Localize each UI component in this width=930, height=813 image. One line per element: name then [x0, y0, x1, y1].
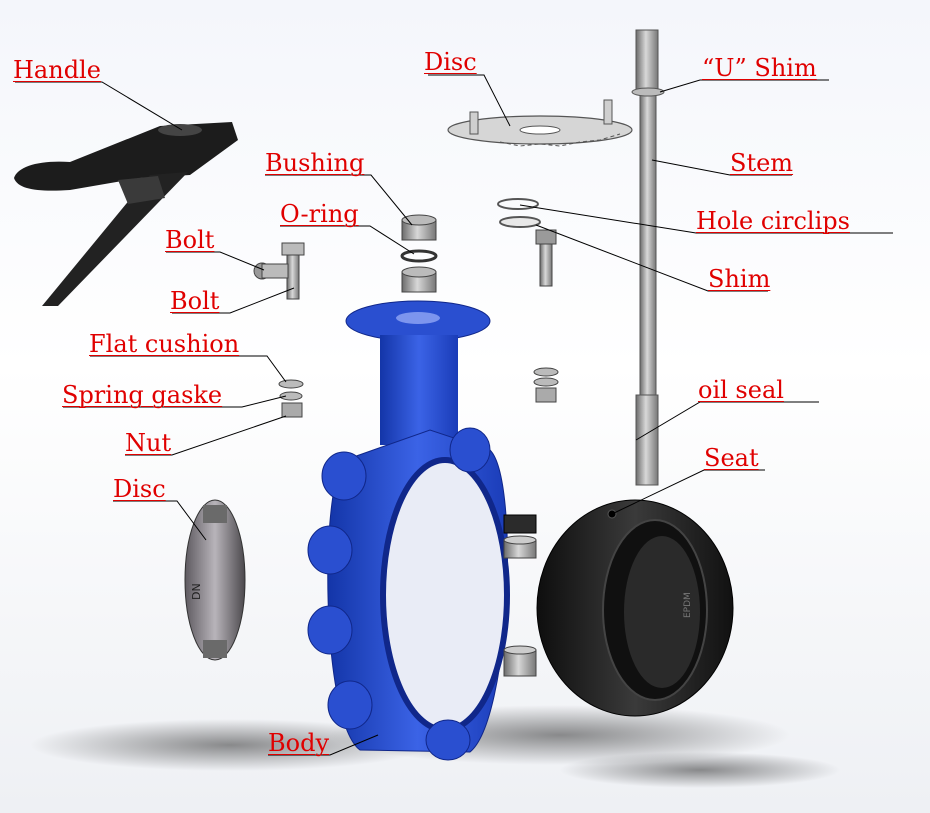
label-hole-circlips: Hole circlips — [696, 207, 850, 235]
label-u-shim: “U” Shim — [702, 54, 817, 82]
label-oil-seal: oil seal — [698, 376, 784, 404]
right-bolt-part — [535, 229, 557, 287]
seat-part — [536, 499, 734, 717]
label-bushing: Bushing — [265, 149, 365, 177]
label-spring-gasket: Spring gaske — [62, 381, 223, 409]
label-bolt-2: Bolt — [170, 287, 220, 315]
label-body: Body — [268, 729, 330, 757]
label-disc-left: Disc — [113, 475, 166, 503]
svg-text:DN: DN — [190, 583, 203, 600]
label-shim: Shim — [708, 265, 771, 293]
disc-part: DN — [184, 499, 246, 661]
seat-material-marking: EPDM — [683, 592, 693, 618]
label-nut: Nut — [125, 429, 172, 457]
disc-plate-part — [447, 99, 633, 147]
right-nut-stack — [533, 367, 559, 403]
label-stem: Stem — [730, 149, 794, 177]
left-nut-stack — [278, 379, 304, 418]
oil-seal-part — [503, 514, 537, 677]
label-handle: Handle — [13, 56, 101, 84]
label-bolt-1: Bolt — [165, 226, 215, 254]
circlips-and-shim — [497, 198, 541, 228]
handle-part — [14, 122, 238, 306]
left-bolt-part — [253, 242, 305, 300]
label-seat: Seat — [704, 444, 759, 472]
leader-lines — [15, 74, 893, 756]
label-disc-top: Disc — [424, 48, 477, 76]
stem-part — [631, 29, 665, 486]
label-flat-cushion: Flat cushion — [89, 330, 240, 358]
bushing-oring-part — [400, 214, 438, 293]
body-part — [307, 300, 510, 761]
label-o-ring: O-ring — [280, 200, 359, 228]
